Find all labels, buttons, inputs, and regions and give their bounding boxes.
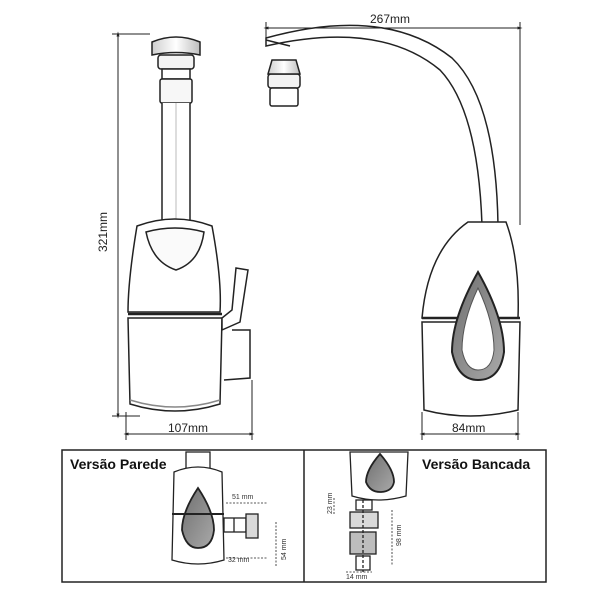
- counter-version-drawing: [349, 451, 409, 572]
- counter-version-title: Versão Bancada: [422, 456, 531, 472]
- counter-dim-14: 14 mm: [346, 574, 368, 581]
- wall-dim-32: 32 mm: [228, 557, 250, 564]
- counter-dim-98: 98 mm: [396, 524, 403, 546]
- total-width-label: 267mm: [370, 12, 411, 26]
- side-view-faucet: [265, 24, 521, 417]
- counter-dim-23: 23 mm: [327, 492, 334, 514]
- side-base-width-label: 84mm: [452, 421, 486, 435]
- counter-version-dims: [333, 498, 393, 573]
- wall-version-title: Versão Parede: [70, 456, 167, 472]
- total-height-label: 321mm: [96, 211, 110, 252]
- wall-dim-54: 54 mm: [281, 538, 288, 560]
- wall-version-dims: [226, 502, 277, 566]
- dimension-lines: [112, 22, 523, 440]
- front-view-faucet: [127, 36, 251, 412]
- front-base-width-label: 107mm: [168, 421, 209, 435]
- wall-dim-51: 51 mm: [232, 494, 254, 501]
- wall-version-drawing: [171, 451, 259, 565]
